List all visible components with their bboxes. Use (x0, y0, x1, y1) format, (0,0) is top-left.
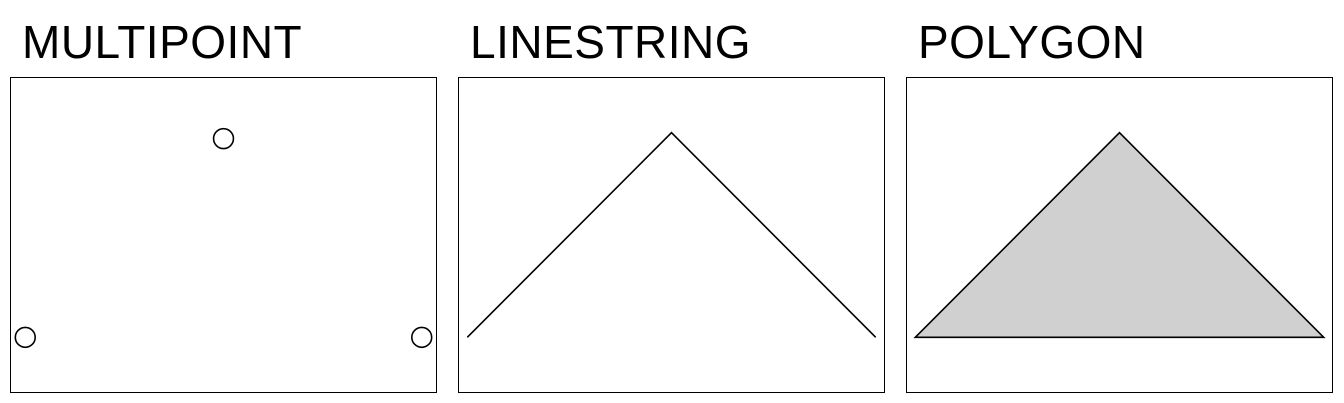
point-marker-2 (212, 127, 235, 150)
polygon-plot (913, 131, 1326, 339)
linestring-plot (466, 131, 877, 338)
linestring-title: LINESTRING (470, 16, 752, 68)
polygon-title: POLYGON (918, 16, 1146, 68)
point-marker-1 (14, 326, 36, 349)
multipoint-panel (10, 77, 437, 393)
polygon-panel (906, 77, 1333, 393)
linestring-path (466, 131, 877, 338)
linestring-panel (458, 77, 885, 393)
multipoint-plot (14, 127, 433, 349)
polygon-shape (913, 131, 1326, 339)
multipoint-title: MULTIPOINT (22, 16, 303, 68)
point-marker-3 (411, 326, 433, 349)
